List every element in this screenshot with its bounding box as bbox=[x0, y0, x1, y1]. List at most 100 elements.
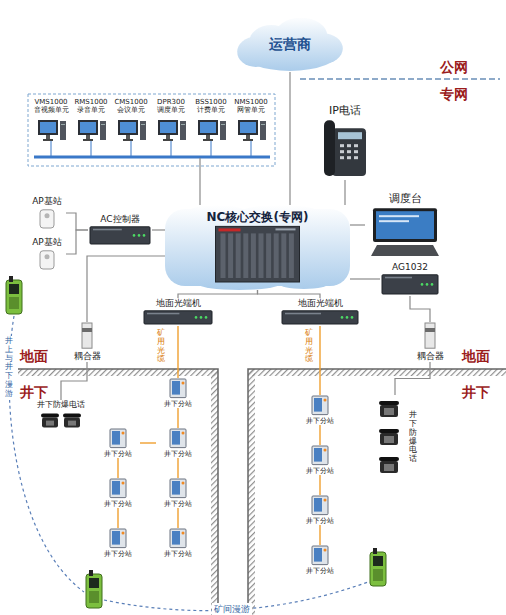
optical-terminal-icon-part bbox=[285, 313, 321, 315]
connector-line bbox=[344, 180, 345, 205]
unit-label: BSS1000 计费单元 bbox=[192, 98, 230, 114]
dispatch-console-icon-part bbox=[376, 211, 434, 239]
gateway-device-icon-part bbox=[426, 283, 429, 286]
ip-phone-icon-part bbox=[347, 156, 351, 159]
core-switch-cloud-icon-part bbox=[266, 233, 271, 278]
zone-label: 井下 bbox=[20, 384, 48, 400]
ac-controller: AC控制器 bbox=[88, 214, 152, 246]
substation-box-icon-part bbox=[314, 448, 322, 462]
core-switch-cloud-icon-part bbox=[216, 226, 300, 282]
handset-icon bbox=[86, 570, 102, 608]
ground-line bbox=[18, 369, 218, 615]
carrier-cloud-icon-part-part bbox=[237, 37, 274, 67]
unit-label: NMS1000 网管单元 bbox=[232, 98, 270, 114]
mine-phone-group: 井下防爆电话 bbox=[370, 395, 420, 480]
core-switch-cloud: NC核心交换(专网) bbox=[165, 205, 350, 290]
cable-label: 矿用光缆 bbox=[305, 329, 313, 364]
connector-line bbox=[152, 229, 165, 230]
substation-box-icon-part bbox=[182, 482, 185, 485]
computer-icon bbox=[78, 120, 106, 141]
mine-phone-group-icon-part bbox=[68, 421, 76, 426]
substation-box-icon-part bbox=[324, 449, 327, 452]
mine-phone-group-icon-part bbox=[42, 418, 58, 428]
ap-station: AP基站 bbox=[28, 196, 66, 230]
substation-box: 井下分站 bbox=[298, 395, 342, 425]
ip-phone-icon-part bbox=[340, 150, 344, 153]
node-label: 井下防爆电话 bbox=[409, 411, 417, 464]
unit-label: DPR300 调度单元 bbox=[152, 98, 190, 114]
connector-line bbox=[410, 296, 430, 322]
substation-box-icon-part bbox=[324, 549, 327, 552]
mine-phone-group-icon-part bbox=[379, 401, 399, 405]
node-label: 井下防爆电话 bbox=[37, 400, 85, 410]
gateway-device-icon-part bbox=[431, 283, 434, 286]
substation-box-icon-part bbox=[170, 379, 186, 398]
computer-icon bbox=[118, 120, 146, 141]
core-switch-cloud-icon-part bbox=[281, 233, 286, 278]
node-label: 井下分站 bbox=[104, 500, 132, 508]
ap-station-icon-part bbox=[45, 254, 50, 259]
substation-box-icon-part bbox=[314, 398, 322, 412]
connector-line bbox=[117, 508, 118, 528]
substation-box-icon-part bbox=[170, 429, 186, 448]
substation-box: 井下分站 bbox=[156, 528, 200, 558]
computer-icon bbox=[38, 120, 66, 141]
zone-label: 地面 bbox=[20, 348, 48, 364]
unit-label-holder: NMS1000 网管单元 bbox=[232, 98, 270, 114]
server-drops-part bbox=[171, 141, 172, 157]
server-drops-part bbox=[91, 141, 92, 157]
coupler: 耦合器 bbox=[62, 322, 112, 362]
zone-label-holder: 地面 bbox=[20, 346, 48, 365]
node-label: 井下分站 bbox=[306, 417, 334, 425]
connector-line bbox=[66, 230, 88, 254]
core-switch-cloud-icon-part bbox=[221, 233, 226, 278]
core-switch-cloud-icon-part bbox=[228, 233, 233, 278]
core-switch-cloud-icon-part bbox=[243, 233, 248, 278]
core-switch-cloud-icon-part bbox=[236, 233, 241, 278]
substation-box-icon-part bbox=[182, 532, 185, 535]
ip-phone-icon-part bbox=[340, 144, 344, 147]
dispatch-console-icon-part bbox=[371, 245, 439, 256]
unit-label-holder: DPR300 调度单元 bbox=[152, 98, 190, 114]
ac-controller-icon-part bbox=[138, 234, 141, 237]
substation-box-icon-part bbox=[172, 531, 180, 545]
substation-box-icon-part bbox=[122, 432, 125, 435]
mine-phone-group-icon-part bbox=[384, 464, 394, 471]
connector-line bbox=[350, 224, 365, 225]
connector-line bbox=[178, 290, 258, 298]
mine-phone-group-icon-part bbox=[379, 457, 399, 461]
node-label: AC控制器 bbox=[100, 214, 139, 225]
substation-box-icon-part bbox=[312, 546, 328, 565]
coupler-icon-part bbox=[425, 323, 435, 348]
server-drops-part bbox=[51, 141, 52, 157]
unit-label: RMS1000 录音单元 bbox=[72, 98, 110, 114]
mine-phone-group: 井下防爆电话 bbox=[30, 400, 92, 440]
substation-box: 井下分站 bbox=[156, 378, 200, 408]
substation-box: 井下分站 bbox=[298, 545, 342, 575]
substation-box-icon-part bbox=[312, 446, 328, 465]
connector-line bbox=[319, 326, 320, 395]
ip-phone-icon-part bbox=[332, 128, 366, 176]
substation-box: 井下分站 bbox=[96, 478, 140, 508]
substation-box-icon-part bbox=[170, 479, 186, 498]
ip-phone-icon-part bbox=[354, 150, 358, 153]
node-label: 耦合器 bbox=[74, 351, 101, 362]
ground-hatch bbox=[18, 369, 218, 376]
optical-terminal-icon-part bbox=[200, 316, 203, 319]
ac-controller-icon-part bbox=[143, 234, 146, 237]
unit-label: CMS1000 会议单元 bbox=[112, 98, 150, 114]
optical-terminal-icon-part bbox=[205, 316, 208, 319]
substation-box-icon-part bbox=[112, 481, 120, 495]
core-switch-cloud-icon-part bbox=[274, 233, 279, 278]
substation-box: 井下分站 bbox=[298, 445, 342, 475]
ip-phone-icon-part bbox=[340, 156, 344, 159]
optical-terminal-icon-part bbox=[195, 316, 198, 319]
connector-line bbox=[319, 525, 320, 545]
optical-terminal: 地面光端机 bbox=[280, 298, 360, 326]
ground-hatch bbox=[211, 369, 218, 615]
dispatch-console: 调度台 bbox=[365, 192, 445, 258]
connector-line bbox=[177, 326, 178, 378]
optical-terminal-icon-part bbox=[351, 316, 354, 319]
